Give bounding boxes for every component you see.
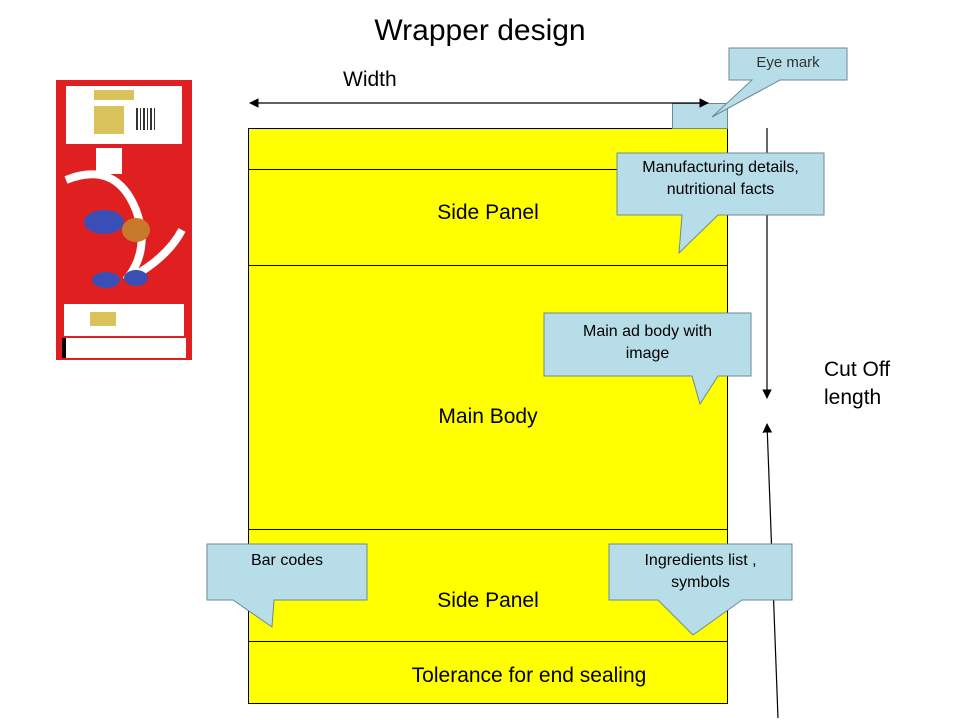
side-panel-top-label: Side Panel bbox=[437, 201, 539, 224]
panel-divider bbox=[249, 265, 727, 266]
manufacturing-line-2: nutritional facts bbox=[666, 181, 775, 198]
diagram-title: Wrapper design bbox=[374, 14, 586, 47]
main-body-label: Main Body bbox=[438, 405, 538, 428]
panel-divider bbox=[249, 641, 727, 642]
wrapper-thumbnail-image bbox=[56, 80, 192, 360]
panel-divider bbox=[249, 169, 727, 170]
main-ad-line-2: image bbox=[625, 345, 670, 362]
panel-divider bbox=[249, 529, 727, 530]
main-ad-label: Main ad body with image bbox=[544, 321, 751, 365]
wrapper-layout: Side Panel Main Body Side Panel Toleranc… bbox=[248, 128, 728, 704]
ingredients-line-1: Ingredients list , bbox=[644, 552, 757, 569]
manufacturing-label: Manufacturing details, nutritional facts bbox=[617, 157, 824, 201]
ingredients-label: Ingredients list , symbols bbox=[609, 550, 792, 594]
cutoff-length-label: Cut Off length bbox=[824, 356, 890, 412]
callout-eye-mark bbox=[711, 47, 848, 118]
callout-manufacturing bbox=[616, 152, 825, 255]
callout-ingredients bbox=[608, 543, 793, 636]
main-ad-line-1: Main ad body with bbox=[583, 323, 712, 340]
manufacturing-line-1: Manufacturing details, bbox=[642, 159, 799, 176]
bar-codes-label: Bar codes bbox=[250, 552, 324, 569]
callout-bar-codes bbox=[206, 543, 368, 628]
width-label: Width bbox=[343, 68, 397, 91]
ingredients-line-2: symbols bbox=[671, 574, 730, 591]
tolerance-label: Tolerance for end sealing bbox=[411, 664, 647, 687]
cutoff-line-1: Cut Off bbox=[824, 358, 891, 381]
cutoff-line-2: length bbox=[824, 386, 882, 409]
callout-main-ad bbox=[543, 312, 752, 406]
side-panel-bottom-label: Side Panel bbox=[437, 589, 539, 612]
eye-mark-label: Eye mark bbox=[756, 54, 820, 71]
